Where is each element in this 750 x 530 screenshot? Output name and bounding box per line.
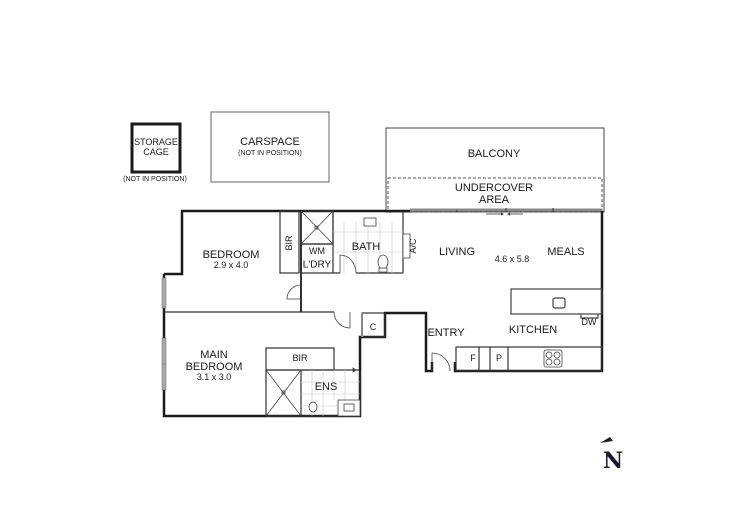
balcony-label: BALCONY [467,147,521,160]
door-swings [286,254,451,373]
storage-cage-label: STORAGE CAGE [134,137,178,157]
compass: N [598,436,628,476]
carspace-label: CARSPACE [240,135,300,148]
fixtures [308,217,563,417]
undercover-area-outline [387,177,603,213]
storage-cage-outline [130,122,182,174]
north-arrow-icon [600,437,613,443]
north-letter: N [602,448,624,474]
interior-walls [164,210,603,417]
cupboard-label: C [369,322,377,333]
laundry-label: L'DRY [302,259,332,271]
ensuite-label: ENS [314,380,338,393]
living-label: LIVING [438,245,476,258]
shower-bases [265,210,334,417]
bir-label-1: BIR [284,235,295,251]
bedroom-label: BEDROOM 2.9 x 4.0 [202,249,260,271]
living-dims: 4.6 x 5.8 [494,254,530,265]
carspace-note: (NOT IN POSITION) [238,150,302,158]
wm-label: WM [309,246,325,257]
carspace-outline [210,111,330,183]
bath-tiles [301,222,403,416]
bir-label-2: BIR [292,353,308,364]
storage-cage-note: (NOT IN POSITION) [123,176,187,184]
ac-label: A/C [408,238,419,254]
main-bedroom-label: MAIN BEDROOM 3.1 x 3.0 [185,348,243,383]
dw-label: DW [581,317,597,328]
fridge-label: F [470,353,476,364]
entry-label: ENTRY [427,326,465,339]
pantry-label: P [495,353,503,364]
sliding-door [410,208,602,216]
bath-label: BATH [351,240,381,253]
meals-label: MEALS [547,245,585,258]
west-windows [161,277,167,391]
kitchen-label: KITCHEN [508,323,558,336]
undercover-area-label: UNDERCOVER AREA [454,181,534,206]
